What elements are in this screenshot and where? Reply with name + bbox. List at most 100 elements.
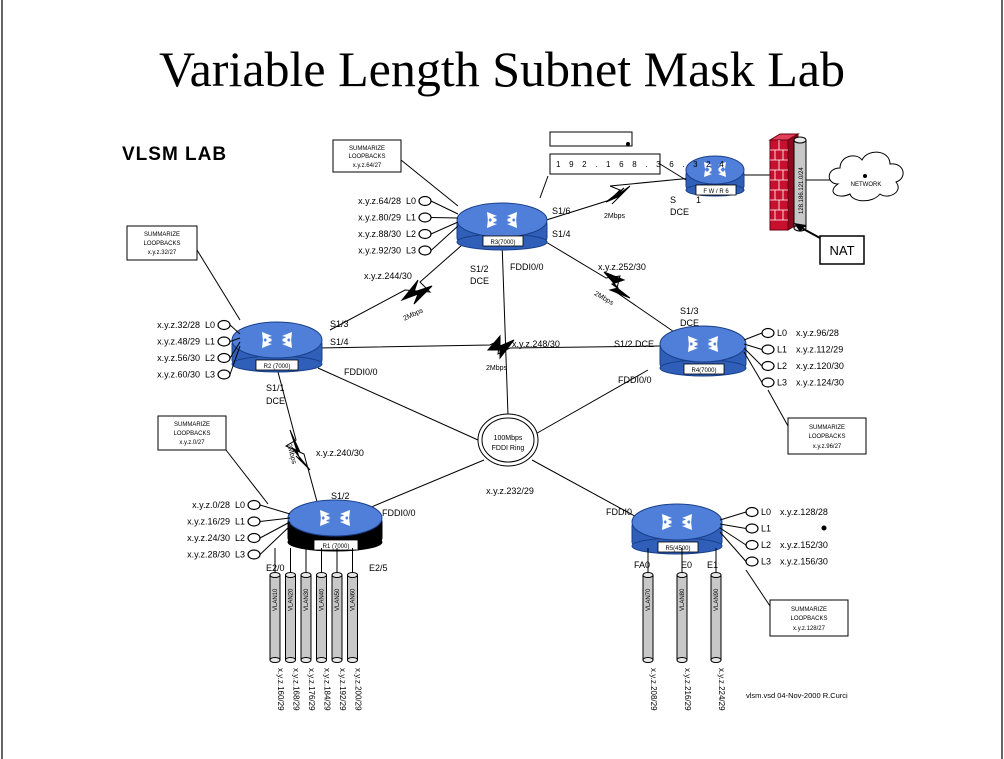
summary-r1-pointer [225, 449, 269, 505]
if-r1-s12: S1/2 [331, 491, 350, 501]
loopback-r2-l2[interactable]: L2 x.y.z.56/30 [157, 341, 241, 364]
if-r4-s12: S1/2 DCE [614, 339, 654, 349]
if-r5-fddi: FDDI0 [606, 507, 632, 517]
vlan-cylinder-bottom [316, 657, 327, 663]
if-r2-s14: S1/4 [330, 337, 349, 347]
vlan-name: VLAN60 [351, 588, 357, 611]
summary-r1-line1: SUMMARIZE [174, 422, 210, 428]
vlan-cylinder [285, 574, 296, 661]
loopback-r1-l3[interactable]: L3x.y.z.28/30 [187, 525, 291, 560]
loopback-connector [719, 523, 747, 529]
loopback-address: x.y.z.48/29 [157, 337, 200, 347]
summary-r2-pointer [196, 249, 241, 321]
vlan-cylinder-bottom [331, 657, 343, 663]
loopback-address: x.y.z.56/30 [157, 353, 200, 363]
fddi-network-label: x.y.z.232/29 [486, 486, 534, 496]
router-r3[interactable]: R3(7000) [456, 202, 548, 251]
nat-label: NAT [829, 243, 854, 258]
vlan-network: x.y.z.216/29 [683, 668, 692, 711]
loopback-r5-l1[interactable]: L1 [719, 523, 771, 534]
loopback-address: x.y.z.24/30 [187, 533, 230, 543]
loopback-name: L1 [777, 345, 787, 355]
loopback-r2-l1[interactable]: L1x.y.z.48/29 [157, 336, 241, 347]
if-r4-s13-dce: DCE [680, 318, 699, 328]
summary-box-r4: SUMMARIZE LOOPBACKS x.y.z.96/27 [767, 389, 867, 455]
loopback-r1-l1[interactable]: L1x.y.z.16/29 [187, 516, 291, 527]
loopback-address: x.y.z.0/28 [192, 500, 230, 510]
loopback-r3-l0[interactable]: L0x.y.z.64/28 [358, 195, 459, 215]
r6-link-network: 1 9 2 . 1 6 8 . 3 6 . 3 2 4 [556, 160, 727, 169]
serial-link-r3-r4 [535, 235, 681, 337]
loopback-port-icon [418, 245, 432, 256]
loopback-port-icon [217, 369, 231, 380]
vlan-cylinder-top [331, 572, 343, 578]
loopback-port-icon [217, 319, 231, 331]
router-r2[interactable]: R2 (7000) [231, 321, 323, 373]
outside-segment: 128.186.121.0/24 [793, 136, 807, 232]
loopback-connector [430, 217, 459, 219]
vlan-cylinder-top [710, 572, 722, 578]
net-r3-r4: x.y.z.252/30 [598, 262, 646, 272]
router-r1[interactable]: R1 (7000) [287, 499, 383, 552]
loopback-port-icon [217, 352, 231, 364]
nat-arrowhead [794, 223, 806, 232]
summary-box-r3: SUMMARIZE LOOPBACKS x.y.z.64/27 [332, 139, 459, 207]
loopback-connector [430, 225, 459, 251]
loopback-name: L0 [406, 196, 416, 206]
loopback-address: x.y.z.152/30 [780, 540, 828, 550]
router-r4[interactable]: R4(7000) [659, 325, 747, 377]
loopback-name: L2 [205, 353, 215, 363]
loopback-port-icon [745, 523, 759, 534]
loopback-r3-l1[interactable]: L1x.y.z.80/29 [358, 212, 459, 223]
loopback-connector [259, 525, 291, 555]
loopback-port-icon [745, 556, 759, 567]
router-r5[interactable]: R5(4500) [631, 503, 723, 555]
vlan-cylinder [300, 574, 312, 661]
zigzag-r3-r6 [605, 185, 631, 205]
loopback-r2-l0[interactable]: L0x.y.z.32/28 [157, 319, 241, 335]
loopback-port-icon [418, 228, 432, 240]
loopback-r1-l2[interactable]: L2x.y.z.24/30 [187, 521, 291, 544]
loopback-connector [229, 345, 241, 375]
router-r4-top [659, 325, 747, 363]
summary-r3-line2: LOOPBACKS [348, 154, 385, 160]
if-r3-s12: S1/2 [470, 264, 489, 274]
vlan-name: VLAN10 [273, 588, 279, 611]
loopback-r3-l2[interactable]: L2x.y.z.88/30 [358, 221, 459, 240]
router-r6-label: F W / R 6 [703, 189, 729, 195]
fddi-link-r4 [531, 369, 649, 437]
loopback-r1-l0[interactable]: L0x.y.z.0/28 [192, 499, 291, 515]
loopback-name: L3 [761, 557, 771, 567]
loopback-r3-l3[interactable]: L3x.y.z.92/30 [358, 225, 459, 256]
loopback-r2-l3[interactable]: L3x.y.z.60/30 [157, 345, 241, 380]
summary-r5-line2: LOOPBACKS [790, 616, 827, 622]
router-r6[interactable]: F W / R 6 [685, 155, 745, 197]
loopback-connector [719, 511, 747, 521]
router-r6-top [685, 155, 745, 185]
zigzag-r2-r4 [486, 334, 515, 360]
loopback-port-icon [761, 327, 775, 339]
loopback-name: L2 [406, 229, 416, 239]
router-r3-top [456, 202, 548, 238]
loopback-port-icon [761, 344, 775, 355]
vlan-cylinder-bottom [347, 657, 358, 663]
summary-r4-line1: SUMMARIZE [809, 425, 845, 431]
if-r5-e1: E1 [707, 560, 718, 570]
